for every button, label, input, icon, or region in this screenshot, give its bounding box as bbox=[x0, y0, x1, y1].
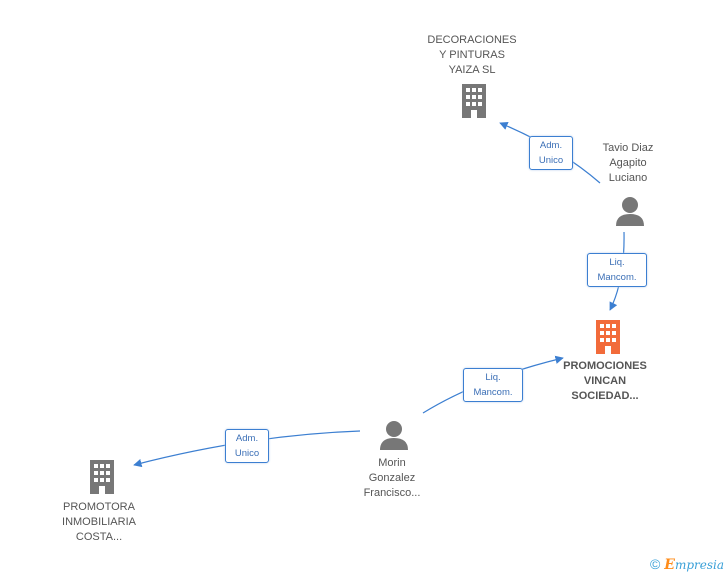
edge-label-morin-promociones[interactable]: Liq. Mancom. bbox=[463, 368, 523, 402]
building-icon[interactable] bbox=[86, 460, 118, 494]
person-icon[interactable] bbox=[614, 196, 646, 226]
node-label-morin: Morin Gonzalez Francisco... bbox=[363, 457, 421, 499]
building-icon[interactable] bbox=[458, 84, 490, 118]
node-label-promotora: PROMOTORA INMOBILIARIA COSTA... bbox=[62, 501, 136, 543]
empresia-logo[interactable]: ©Empresia bbox=[649, 556, 724, 573]
node-label-promociones: PROMOCIONES VINCAN SOCIEDAD... bbox=[563, 360, 647, 402]
edge-label-tavio-promociones[interactable]: Liq. Mancom. bbox=[587, 253, 647, 287]
node-label-tavio: Tavio Diaz Agapito Luciano bbox=[602, 142, 654, 184]
person-icon[interactable] bbox=[378, 420, 410, 450]
edge-label-tavio-decoraciones[interactable]: Adm. Unico bbox=[529, 136, 573, 170]
building-icon[interactable] bbox=[592, 320, 624, 354]
edge-label-morin-promotora[interactable]: Adm. Unico bbox=[225, 429, 269, 463]
copyright-icon: © bbox=[649, 556, 661, 572]
node-label-decoraciones: DECORACIONES Y PINTURAS YAIZA SL bbox=[427, 34, 517, 76]
